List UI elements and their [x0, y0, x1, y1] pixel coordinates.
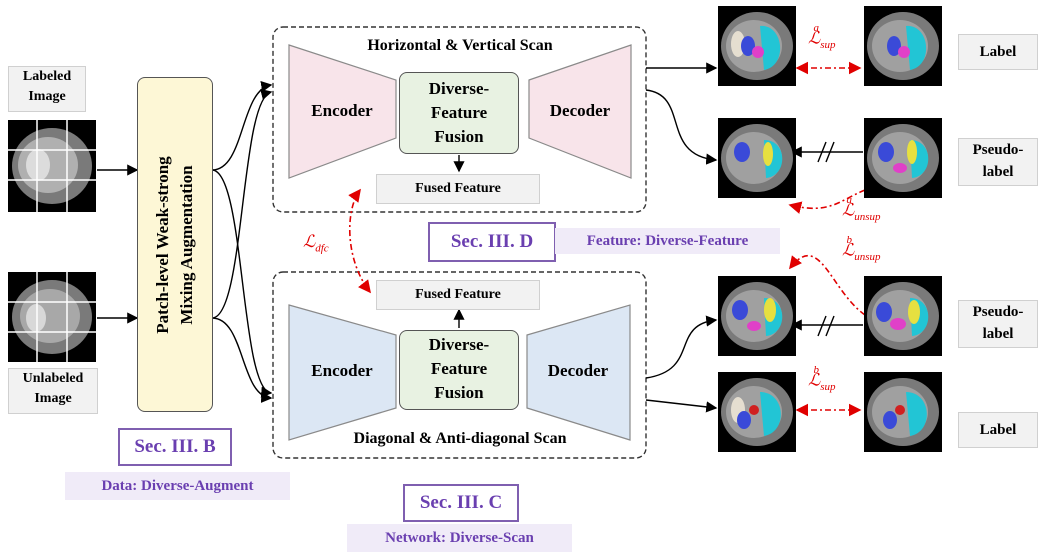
- bottom-pseudo-input-image: [718, 276, 796, 356]
- unlabeled-image-label: Unlabeled Image: [8, 368, 98, 414]
- top-encoder-shape: [288, 44, 397, 179]
- top-fused-feature: Fused Feature: [376, 174, 540, 204]
- top-label-image: [864, 6, 942, 86]
- augmentation-block: Patch-level Weak-strong Mixing Augmentat…: [137, 77, 213, 412]
- bottom-decoder-label: Decoder: [547, 361, 609, 380]
- loss-unsup-a: ℒunsupa: [842, 194, 881, 224]
- bottom-pseudo-label-image: [864, 276, 942, 356]
- top-decoder-shape: [528, 44, 632, 179]
- section-b-tag: Data: Diverse-Augment: [65, 472, 290, 500]
- section-d-title: Sec. III. D: [428, 222, 556, 262]
- bottom-fused-feature: Fused Feature: [376, 280, 540, 310]
- bottom-branch-title: Diagonal & Anti-diagonal Scan: [353, 430, 567, 447]
- labeled-ct-image: [8, 120, 96, 212]
- top-fusion-block: Diverse- Feature Fusion: [399, 72, 519, 154]
- section-d-tag: Feature: Diverse-Feature: [555, 228, 780, 254]
- label-bottom: Label: [958, 412, 1038, 448]
- top-decoder-label: Decoder: [549, 101, 611, 120]
- top-prediction-image: [718, 6, 796, 86]
- section-c-title: Sec. III. C: [403, 484, 519, 522]
- loss-sup-a: ℒsupa: [808, 22, 836, 52]
- labeled-image-label: Labeled Image: [8, 66, 86, 112]
- section-c-tag: Network: Diverse-Scan: [347, 524, 572, 552]
- bottom-label-image: [864, 372, 942, 452]
- pseudo-label-top: Pseudo- label: [958, 138, 1038, 186]
- loss-dfc: ℒdfc: [303, 232, 329, 255]
- pseudo-label-bottom: Pseudo- label: [958, 300, 1038, 348]
- top-pseudo-input-image: [718, 118, 796, 198]
- loss-sup-b: ℒsupb: [808, 364, 836, 394]
- top-pseudo-label-image: [864, 118, 942, 198]
- section-b-title: Sec. III. B: [118, 428, 232, 466]
- loss-unsup-b: ℒunsupb: [842, 234, 881, 264]
- top-branch-title: Horizontal & Vertical Scan: [367, 37, 553, 54]
- unlabeled-ct-image: [8, 272, 96, 362]
- bottom-decoder-shape: [526, 304, 631, 441]
- bottom-prediction-image: [718, 372, 796, 452]
- bottom-fusion-block: Diverse- Feature Fusion: [399, 330, 519, 410]
- bottom-encoder-label: Encoder: [311, 361, 373, 380]
- augmentation-label: Patch-level Weak-strong Mixing Augmentat…: [153, 155, 196, 334]
- top-branch-container: [272, 26, 647, 213]
- top-encoder-label: Encoder: [311, 101, 373, 120]
- bottom-branch-container: [272, 271, 647, 459]
- label-top: Label: [958, 34, 1038, 70]
- bottom-encoder-shape: [288, 304, 397, 441]
